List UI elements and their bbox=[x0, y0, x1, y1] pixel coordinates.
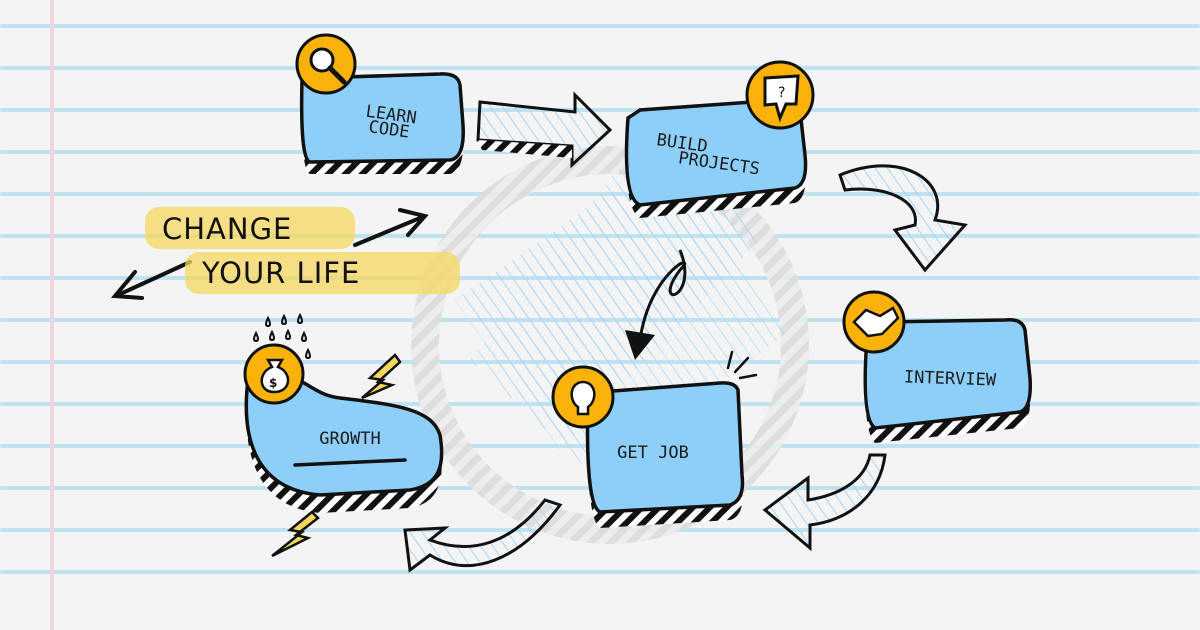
arrow-getjob-to-growth bbox=[403, 498, 563, 573]
arrow-build-to-interview bbox=[838, 164, 968, 273]
step-label-get-job: GET JOB bbox=[598, 443, 708, 463]
ruled-line bbox=[0, 570, 1200, 574]
step-growth: $ bbox=[243, 312, 444, 558]
highlight-marker bbox=[185, 252, 460, 294]
label-line: GET JOB bbox=[617, 443, 689, 463]
margin-line bbox=[50, 0, 54, 630]
arrow-interview-to-getjob bbox=[762, 453, 887, 552]
step-learn-code bbox=[295, 33, 465, 174]
step-label-growth: GROWTH bbox=[295, 429, 405, 449]
ruled-line bbox=[0, 108, 1200, 112]
lightning-bolt-icon bbox=[361, 353, 402, 400]
arrow-learn-to-build bbox=[476, 91, 613, 169]
headline-line-2: YOUR LIFE bbox=[202, 256, 361, 290]
svg-text:?: ? bbox=[778, 85, 785, 101]
headline-line-1: CHANGE bbox=[162, 212, 293, 246]
svg-text:$: $ bbox=[269, 376, 277, 390]
label-line: INTERVIEW bbox=[903, 367, 997, 391]
ruled-line bbox=[0, 24, 1200, 28]
highlight-marker bbox=[145, 207, 355, 249]
rain-drops-icon bbox=[253, 312, 311, 360]
step-interview bbox=[842, 290, 1033, 443]
step-get-job bbox=[551, 350, 758, 528]
label-line: GROWTH bbox=[319, 429, 381, 449]
lightning-bolt-icon bbox=[271, 510, 320, 558]
step-build-projects: ? bbox=[624, 60, 815, 218]
step-label-interview: INTERVIEW bbox=[885, 367, 1015, 391]
ruled-line bbox=[0, 66, 1200, 70]
